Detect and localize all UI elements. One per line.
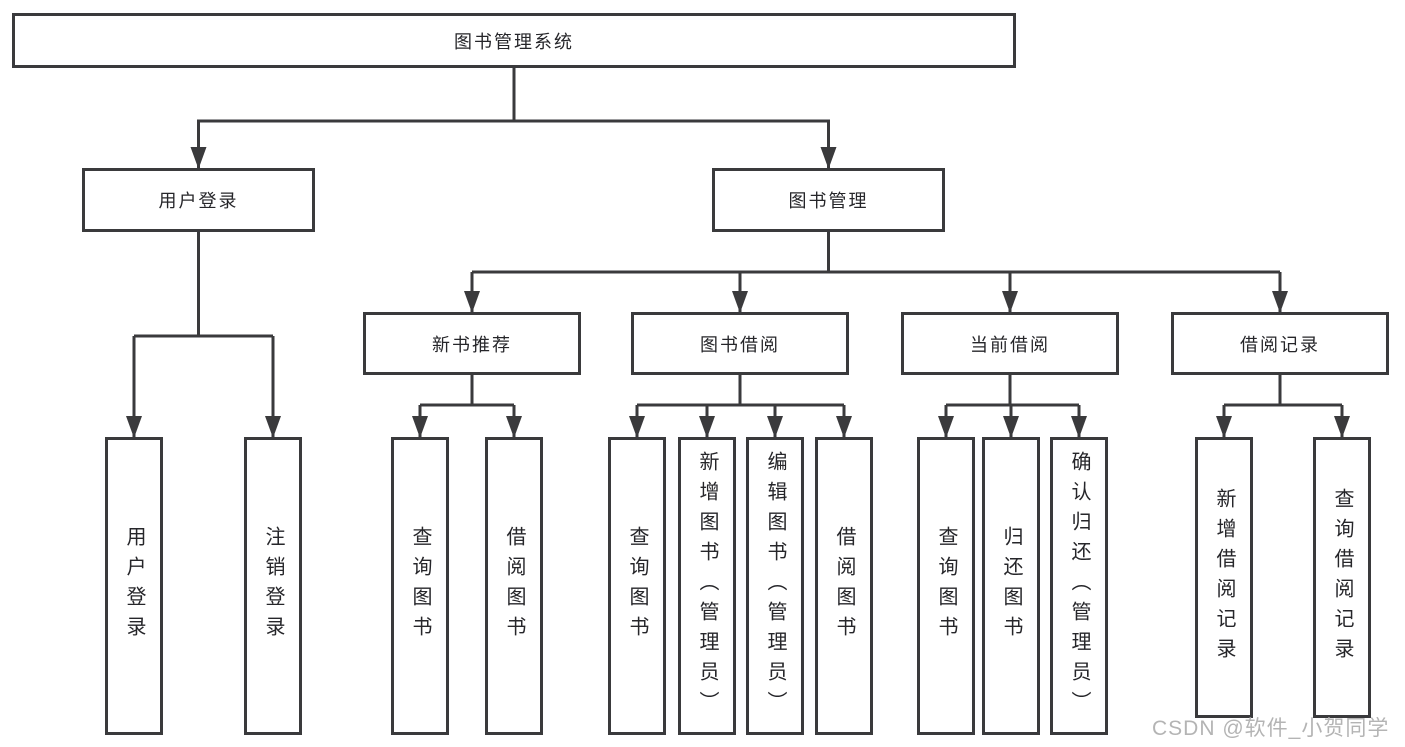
leaf-confirm-return-admin-label: 确认归还（管理员） [1068, 451, 1090, 721]
leaf-query-books-borrowing-label: 查询图书 [626, 526, 648, 646]
leaf-query-books-recommend-label: 查询图书 [409, 526, 431, 646]
leaf-edit-book-admin-label: 编辑图书（管理员） [764, 451, 786, 721]
leaf-add-book-admin-label: 新增图书（管理员） [696, 451, 718, 721]
node-user-login-label: 用户登录 [158, 191, 239, 211]
leaf-borrow-books-recommend: 借阅图书 [485, 437, 543, 735]
leaf-user-login: 用户登录 [105, 437, 163, 735]
leaf-borrow-books-borrowing-label: 借阅图书 [833, 526, 855, 646]
node-user-login: 用户登录 [82, 168, 315, 232]
connector-lines [126, 68, 1350, 438]
leaf-query-books-recommend: 查询图书 [391, 437, 449, 735]
leaf-borrow-books-recommend-label: 借阅图书 [503, 526, 525, 646]
leaf-add-book-admin: 新增图书（管理员） [678, 437, 736, 735]
leaf-confirm-return-admin: 确认归还（管理员） [1050, 437, 1108, 735]
leaf-query-books-current: 查询图书 [917, 437, 975, 735]
node-borrowing-records: 借阅记录 [1171, 312, 1389, 375]
leaf-query-borrow-record: 查询借阅记录 [1313, 437, 1371, 718]
node-current-borrowing-label: 当前借阅 [970, 334, 1050, 355]
node-root-label: 图书管理系统 [454, 31, 574, 52]
node-book-borrowing: 图书借阅 [631, 312, 849, 375]
leaf-add-borrow-record-label: 新增借阅记录 [1213, 487, 1235, 668]
leaf-add-borrow-record: 新增借阅记录 [1195, 437, 1253, 718]
leaf-query-books-borrowing: 查询图书 [608, 437, 666, 735]
node-book-borrowing-label: 图书借阅 [700, 334, 780, 355]
node-root: 图书管理系统 [12, 13, 1016, 68]
leaf-borrow-books-borrowing: 借阅图书 [815, 437, 873, 735]
csdn-watermark: CSDN @软件_小贺同学 [1152, 717, 1390, 740]
leaf-edit-book-admin: 编辑图书（管理员） [746, 437, 804, 735]
leaf-return-books-label: 归还图书 [1000, 526, 1022, 646]
leaf-query-books-current-label: 查询图书 [935, 526, 957, 646]
node-new-book-recommendation: 新书推荐 [363, 312, 581, 375]
node-book-management-label: 图书管理 [788, 191, 869, 211]
node-borrowing-records-label: 借阅记录 [1240, 334, 1320, 355]
node-book-management: 图书管理 [712, 168, 945, 232]
node-new-book-recommendation-label: 新书推荐 [432, 334, 512, 355]
leaf-user-login-label: 用户登录 [123, 526, 145, 646]
node-current-borrowing: 当前借阅 [901, 312, 1119, 375]
leaf-logout: 注销登录 [244, 437, 302, 735]
leaf-logout-label: 注销登录 [262, 526, 284, 646]
leaf-return-books: 归还图书 [982, 437, 1040, 735]
leaf-query-borrow-record-label: 查询借阅记录 [1331, 487, 1353, 668]
